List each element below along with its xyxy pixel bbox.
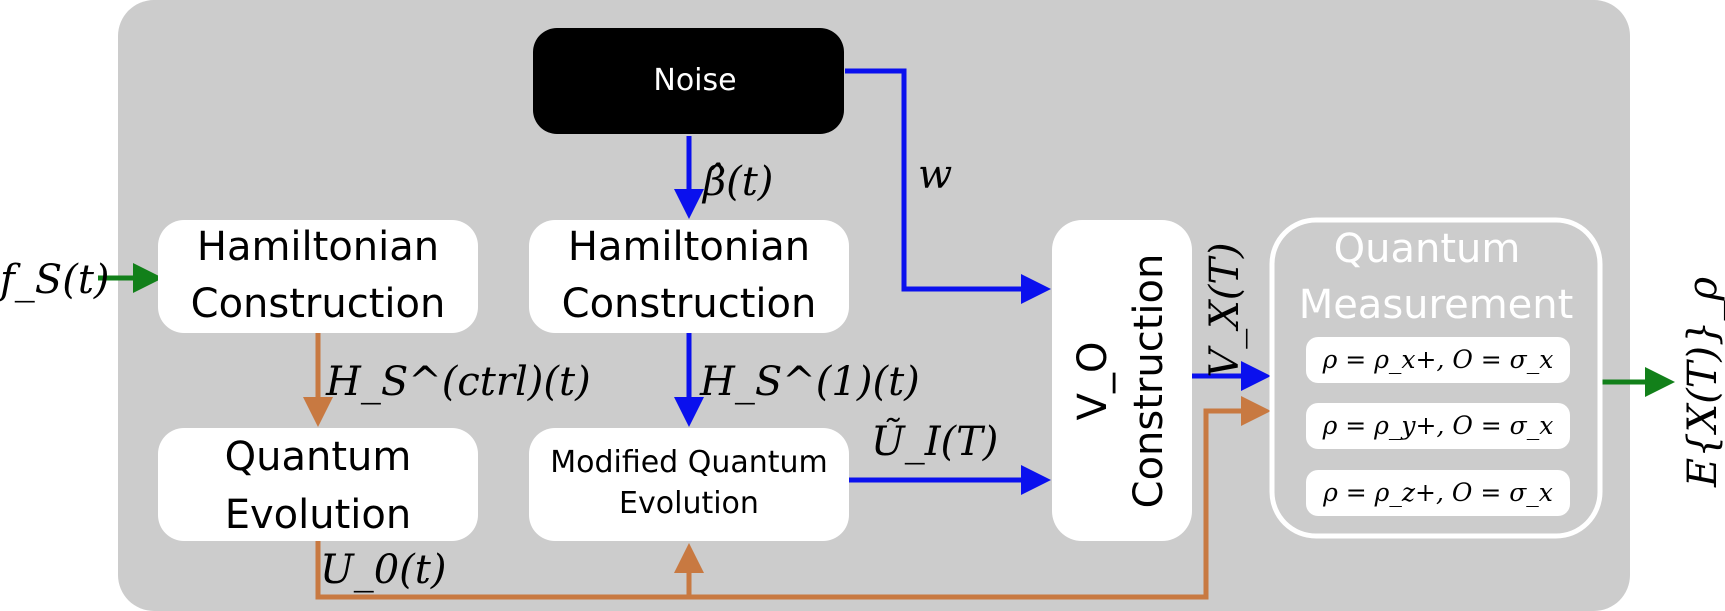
beta-label: β̂(t) <box>701 159 773 205</box>
modified-evolution-block: Modified Quantum Evolution <box>529 428 849 541</box>
hamiltonian-noise-line1: Hamiltonian <box>568 224 810 270</box>
quantum-evolution-block: Quantum Evolution <box>158 428 478 541</box>
u-zero-bus <box>315 396 1271 600</box>
quantum-evolution-line1: Quantum <box>225 434 412 480</box>
w-arrow <box>845 68 1051 304</box>
measurement-item: ρ = ρ_z+, O = σ_x <box>1322 478 1553 507</box>
w-label: w <box>918 152 952 198</box>
h-ctrl-label: H_S^(ctrl)(t) <box>325 359 591 405</box>
output-expectation-label: E{X(T)}_ρ <box>1680 277 1725 488</box>
measurement-item-box <box>1306 337 1570 383</box>
hamiltonian-ctrl-line2: Construction <box>191 281 446 327</box>
measurement-line1: Quantum <box>1334 226 1521 272</box>
measurement-item: ρ = ρ_x+, O = σ_x <box>1322 345 1554 374</box>
measurement-item-box <box>1306 403 1570 449</box>
modified-evolution-line2: Evolution <box>619 486 759 521</box>
measurement-line2: Measurement <box>1299 282 1574 328</box>
h-one-label: H_S^(1)(t) <box>699 359 920 405</box>
input-signal-label: f_S(t) <box>0 257 110 303</box>
noise-label: Noise <box>653 63 736 98</box>
hamiltonian-noise-line2: Construction <box>562 281 817 327</box>
hamiltonian-ctrl-block: Hamiltonian Construction <box>158 220 478 333</box>
hamiltonian-noise-block: Hamiltonian Construction <box>529 220 849 333</box>
u-tilde-label: Ũ_I(T) <box>871 418 998 465</box>
u-zero-label: U_0(t) <box>320 547 446 593</box>
vo-construction-line1: V_O <box>1070 342 1116 421</box>
measurement-item-box <box>1306 470 1570 516</box>
vo-construction-line2: Construction <box>1126 254 1172 509</box>
vo-construction-block: V_O Construction <box>1052 220 1192 541</box>
noise-block: Noise <box>533 28 844 134</box>
quantum-evolution-line2: Evolution <box>225 492 412 538</box>
modified-evolution-line1: Modified Quantum <box>550 445 828 480</box>
v-x-label: V_X(T) <box>1202 242 1248 377</box>
hamiltonian-ctrl-line1: Hamiltonian <box>197 224 439 270</box>
system-panel <box>118 0 1630 611</box>
measurement-block: Quantum Measurement ρ = ρ_x+, O = σ_x ρ … <box>1269 217 1603 539</box>
measurement-item: ρ = ρ_y+, O = σ_x <box>1322 411 1554 440</box>
